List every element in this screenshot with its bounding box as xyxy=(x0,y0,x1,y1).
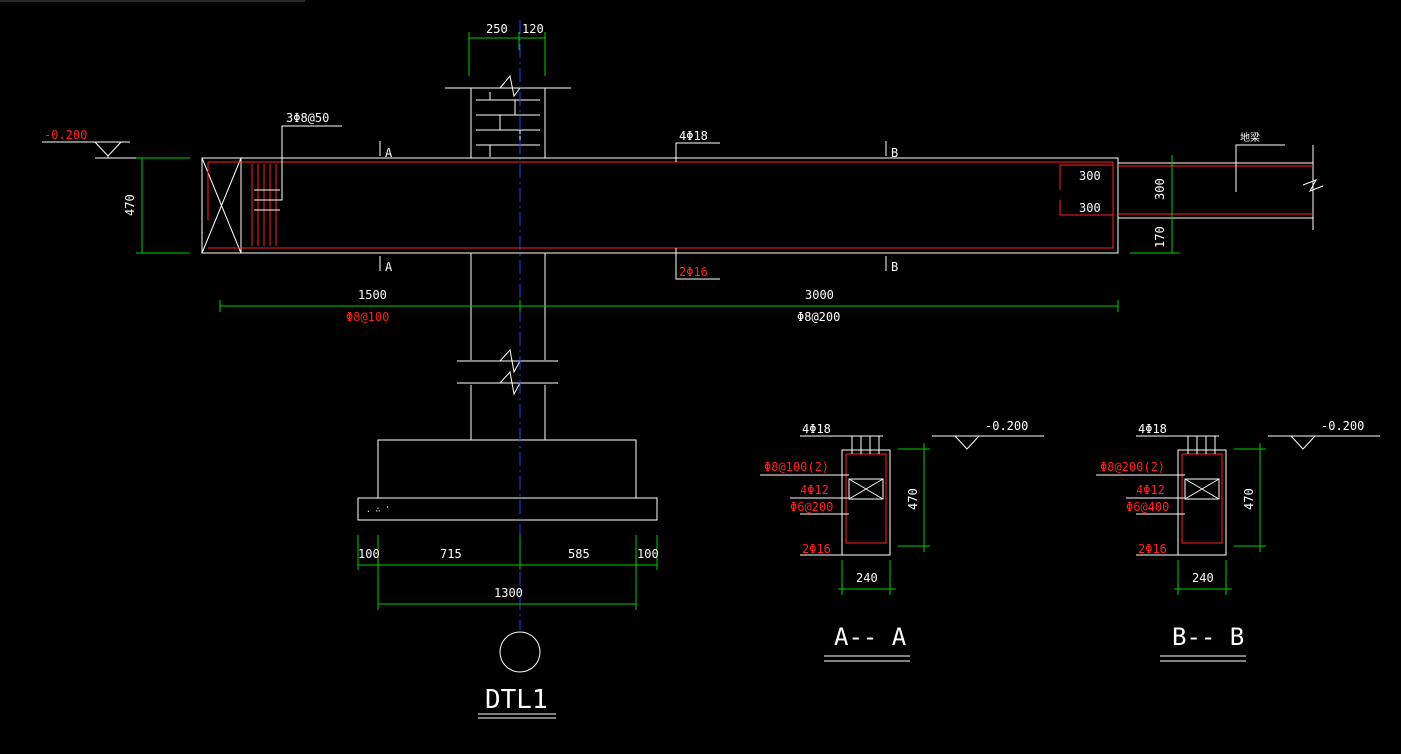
beam-outline xyxy=(201,145,1324,254)
section-a-side: 4Φ12 xyxy=(800,483,829,497)
footing-total: 1300 xyxy=(494,586,523,600)
top-bar-leader xyxy=(675,142,720,162)
section-b-bottom: 2Φ16 xyxy=(1138,542,1167,556)
axis-circle xyxy=(499,631,541,673)
section-b-title: B-- B xyxy=(1172,623,1244,651)
footing-d4: 100 xyxy=(637,547,659,561)
top-bars-label: 4Φ18 xyxy=(679,129,708,143)
section-a-top: 4Φ18 xyxy=(802,422,831,436)
section-b-height: 470 xyxy=(1242,488,1256,510)
footing-dims xyxy=(357,535,658,610)
section-mark-a-bottom: A xyxy=(385,260,393,274)
stirrup-leader xyxy=(254,125,342,211)
section-a-title: A-- A xyxy=(834,623,907,651)
svg-text:. ∴ ': . ∴ ' xyxy=(366,505,390,514)
drawing-title: DTL1 xyxy=(485,685,548,715)
hook-dim-1: 300 xyxy=(1079,169,1101,183)
section-mark-b-top: B xyxy=(891,146,898,160)
bottom-bar-leader xyxy=(675,248,720,280)
section-a-elevation: -0.200 xyxy=(985,419,1028,433)
section-b-drawing xyxy=(1096,435,1380,662)
beam-height-label: 470 xyxy=(123,194,137,216)
stirrup-left-label: Φ8@100 xyxy=(346,310,389,324)
stirrup-right-label: Φ8@200 xyxy=(797,310,840,324)
footing-d2: 715 xyxy=(440,547,462,561)
section-b-elevation: -0.200 xyxy=(1321,419,1364,433)
section-mark-b-bottom: B xyxy=(891,260,898,274)
beam-rebar xyxy=(207,161,1313,249)
section-a-tie: Φ6@200 xyxy=(790,500,833,514)
right-lower-dim: 170 xyxy=(1153,226,1167,248)
column-dim-left: 250 xyxy=(486,22,508,36)
hook-dim-2: 300 xyxy=(1079,201,1101,215)
column-dim-right: 120 xyxy=(522,22,544,36)
section-a-bottom: 2Φ16 xyxy=(802,542,831,556)
bottom-bars-label: 2Φ16 xyxy=(679,265,708,279)
section-b-width: 240 xyxy=(1192,571,1214,585)
footing-d3: 585 xyxy=(568,547,590,561)
section-a-height: 470 xyxy=(906,488,920,510)
right-note-leader xyxy=(1235,144,1285,192)
section-a-width: 240 xyxy=(856,571,878,585)
right-note-label: 地梁 xyxy=(1240,131,1260,144)
span-right-label: 3000 xyxy=(805,288,834,302)
span-left-label: 1500 xyxy=(358,288,387,302)
section-b-top: 4Φ18 xyxy=(1138,422,1167,436)
column-dimension xyxy=(468,32,546,76)
section-b-stirrup: Φ8@200(2) xyxy=(1100,460,1165,474)
section-a-drawing xyxy=(760,435,1044,662)
footing: . ∴ ' xyxy=(357,439,658,521)
right-upper-dim: 300 xyxy=(1153,178,1167,200)
elevation-left-label: -0.200 xyxy=(44,128,87,142)
section-mark-a-top: A xyxy=(385,146,393,160)
section-a-stirrup: Φ8@100(2) xyxy=(764,460,829,474)
footing-d1: 100 xyxy=(358,547,380,561)
right-end-dims xyxy=(1130,155,1180,254)
stirrup-end-label: 3Φ8@50 xyxy=(286,111,329,125)
section-b-side: 4Φ12 xyxy=(1136,483,1165,497)
beam-height-dim xyxy=(136,157,190,254)
section-b-tie: Φ6@400 xyxy=(1126,500,1169,514)
beam-span-dims xyxy=(219,300,1119,312)
